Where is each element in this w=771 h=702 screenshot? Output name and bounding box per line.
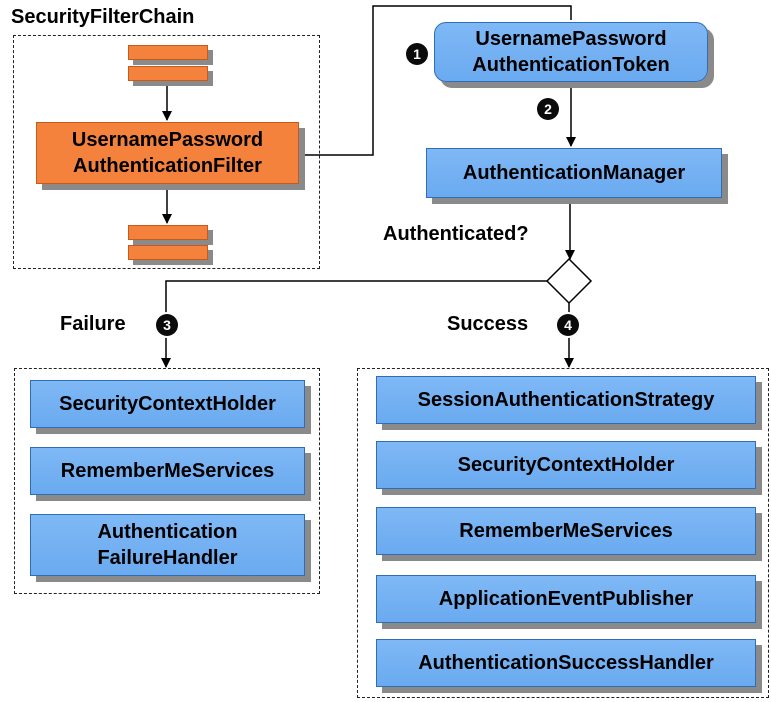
filter-chain-group bbox=[13, 35, 320, 269]
filter-bar bbox=[128, 45, 208, 60]
authentication-success-handler[interactable]: AuthenticationSuccessHandler bbox=[376, 639, 756, 687]
filter-to-manager-line bbox=[299, 5, 572, 156]
token-label-line2: AuthenticationToken bbox=[472, 54, 670, 76]
username-password-authentication-filter[interactable]: UsernamePassword AuthenticationFilter bbox=[36, 122, 299, 184]
success-item-label: SecurityContextHolder bbox=[457, 454, 675, 476]
authentication-manager[interactable]: AuthenticationManager bbox=[426, 148, 722, 198]
step-3-badge: 3 bbox=[156, 314, 178, 336]
success-item-label: AuthenticationSuccessHandler bbox=[418, 652, 714, 674]
success-remember-me-services[interactable]: RememberMeServices bbox=[376, 507, 756, 555]
filter-label-line1: UsernamePassword bbox=[71, 129, 264, 151]
step-4-badge: 4 bbox=[557, 314, 579, 336]
success-group bbox=[357, 368, 769, 698]
failure-label: Failure bbox=[60, 313, 126, 335]
filter-bar bbox=[128, 225, 208, 240]
manager-label: AuthenticationManager bbox=[462, 162, 686, 184]
success-label: Success bbox=[447, 313, 529, 335]
decision-diamond bbox=[545, 257, 593, 305]
failure-item-label: SecurityContextHolder bbox=[59, 393, 276, 415]
filter-label-line2: AuthenticationFilter bbox=[73, 155, 262, 177]
failure-handler-line2: FailureHandler bbox=[97, 547, 238, 569]
token-label-line1: UsernamePassword bbox=[475, 28, 667, 50]
failure-path-line bbox=[161, 280, 547, 368]
failure-item-label: RememberMeServices bbox=[60, 460, 275, 482]
failure-remember-me-services[interactable]: RememberMeServices bbox=[30, 447, 305, 495]
success-session-authentication-strategy[interactable]: SessionAuthenticationStrategy bbox=[376, 376, 756, 424]
filter-bar bbox=[128, 66, 208, 81]
success-application-event-publisher[interactable]: ApplicationEventPublisher bbox=[376, 575, 756, 623]
filter-bar bbox=[128, 245, 208, 260]
username-password-authentication-token[interactable]: UsernamePassword AuthenticationToken bbox=[434, 22, 708, 82]
chain-title: SecurityFilterChain bbox=[11, 6, 195, 28]
authenticated-question-label: Authenticated? bbox=[383, 223, 529, 245]
step-2-badge: 2 bbox=[537, 98, 559, 120]
success-security-context-holder[interactable]: SecurityContextHolder bbox=[376, 441, 756, 489]
success-item-label: ApplicationEventPublisher bbox=[438, 588, 694, 610]
success-item-label: SessionAuthenticationStrategy bbox=[417, 389, 715, 411]
failure-security-context-holder[interactable]: SecurityContextHolder bbox=[30, 380, 305, 428]
success-item-label: RememberMeServices bbox=[459, 520, 673, 542]
failure-handler-line1: Authentication bbox=[97, 521, 238, 543]
step-1-badge: 1 bbox=[406, 43, 428, 65]
authentication-failure-handler[interactable]: Authentication FailureHandler bbox=[30, 514, 305, 576]
failure-group bbox=[14, 368, 320, 594]
